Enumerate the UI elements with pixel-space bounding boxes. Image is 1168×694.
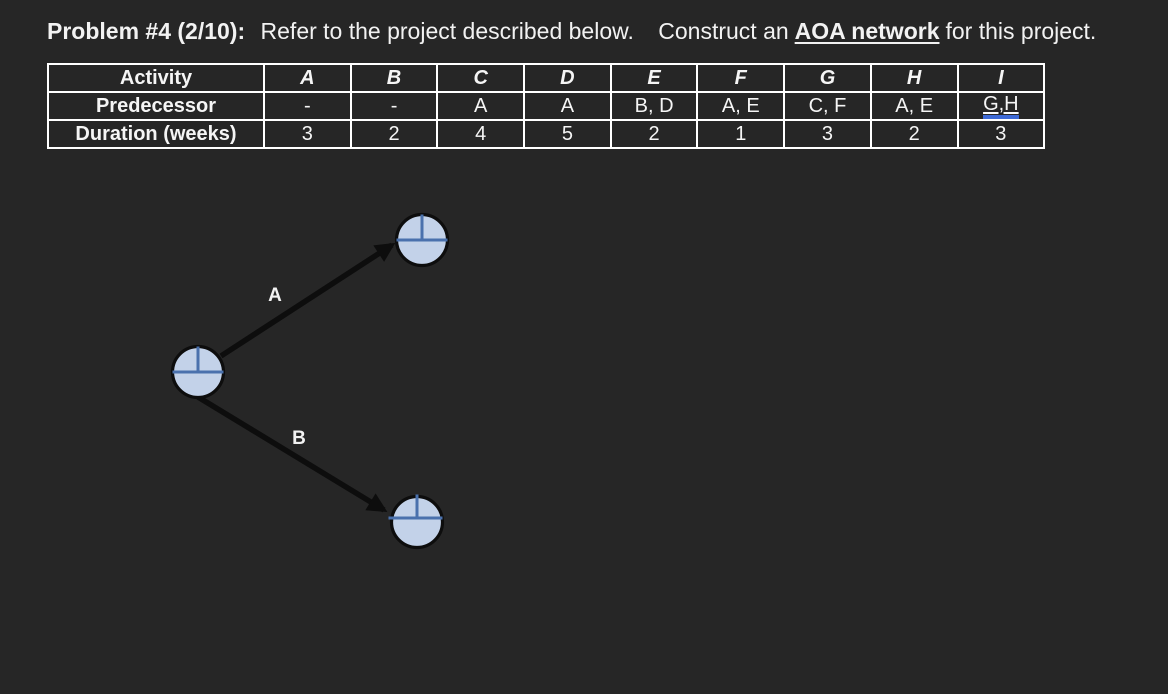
predecessor-cell-grammar: G,H — [956, 91, 1046, 121]
problem-number-label: Problem #4 (2/10): — [47, 18, 246, 44]
predecessor-cell: B, D — [609, 91, 699, 121]
duration-cell: 3 — [263, 119, 352, 149]
title-instruction-2-suffix: for this project. — [945, 18, 1097, 44]
edge-a-arrow[interactable] — [219, 242, 396, 359]
activity-col-header: H — [869, 63, 959, 93]
duration-cell: 5 — [523, 119, 612, 149]
predecessor-cell: C, F — [783, 91, 872, 121]
activity-row: Activity A B C D E F G H I — [47, 63, 1046, 93]
start-node[interactable] — [170, 344, 226, 400]
predecessor-row: Predecessor - - A A B, D A, E C, F A, E … — [47, 91, 1046, 121]
predecessor-value: G,H — [983, 93, 1019, 115]
predecessor-cell: A, E — [869, 91, 959, 121]
activity-col-header: C — [436, 63, 526, 93]
edge-b-label: B — [292, 428, 306, 449]
end-node-bottom[interactable] — [388, 494, 445, 550]
grammar-underline: G,H — [983, 93, 1019, 118]
predecessor-cell: A — [523, 91, 612, 121]
duration-cell: 2 — [609, 119, 699, 149]
duration-row: Duration (weeks) 3 2 4 5 2 1 3 2 3 — [47, 119, 1046, 149]
problem-title: Problem #4 (2/10): Refer to the project … — [47, 18, 1096, 45]
edge-a-label: A — [268, 285, 282, 306]
aoa-network-emphasis: AOA network — [794, 18, 940, 44]
duration-cell: 2 — [349, 119, 439, 149]
duration-cell: 2 — [869, 119, 959, 149]
activity-col-header: D — [523, 63, 612, 93]
activity-col-header: A — [263, 63, 352, 93]
duration-cell: 4 — [436, 119, 526, 149]
row-header-duration: Duration (weeks) — [47, 119, 265, 149]
activity-col-header: F — [696, 63, 786, 93]
activity-col-header: B — [349, 63, 439, 93]
title-instruction-1: Refer to the project described below. — [260, 18, 634, 44]
predecessor-cell: - — [263, 91, 352, 121]
predecessor-cell: - — [349, 91, 439, 121]
end-node-top[interactable] — [394, 212, 450, 268]
row-header-predecessor: Predecessor — [47, 91, 265, 121]
activity-col-header: I — [956, 63, 1046, 93]
predecessor-cell: A — [436, 91, 526, 121]
edge-b-arrow[interactable] — [196, 394, 388, 513]
activity-col-header: E — [609, 63, 699, 93]
title-instruction-2-prefix: Construct an — [658, 18, 789, 44]
duration-cell: 3 — [783, 119, 872, 149]
activity-table: Activity A B C D E F G H I Predecessor -… — [47, 63, 1046, 149]
row-header-activity: Activity — [47, 63, 265, 93]
activity-col-header: G — [783, 63, 872, 93]
duration-cell: 3 — [956, 119, 1046, 149]
duration-cell: 1 — [696, 119, 786, 149]
predecessor-cell: A, E — [696, 91, 786, 121]
